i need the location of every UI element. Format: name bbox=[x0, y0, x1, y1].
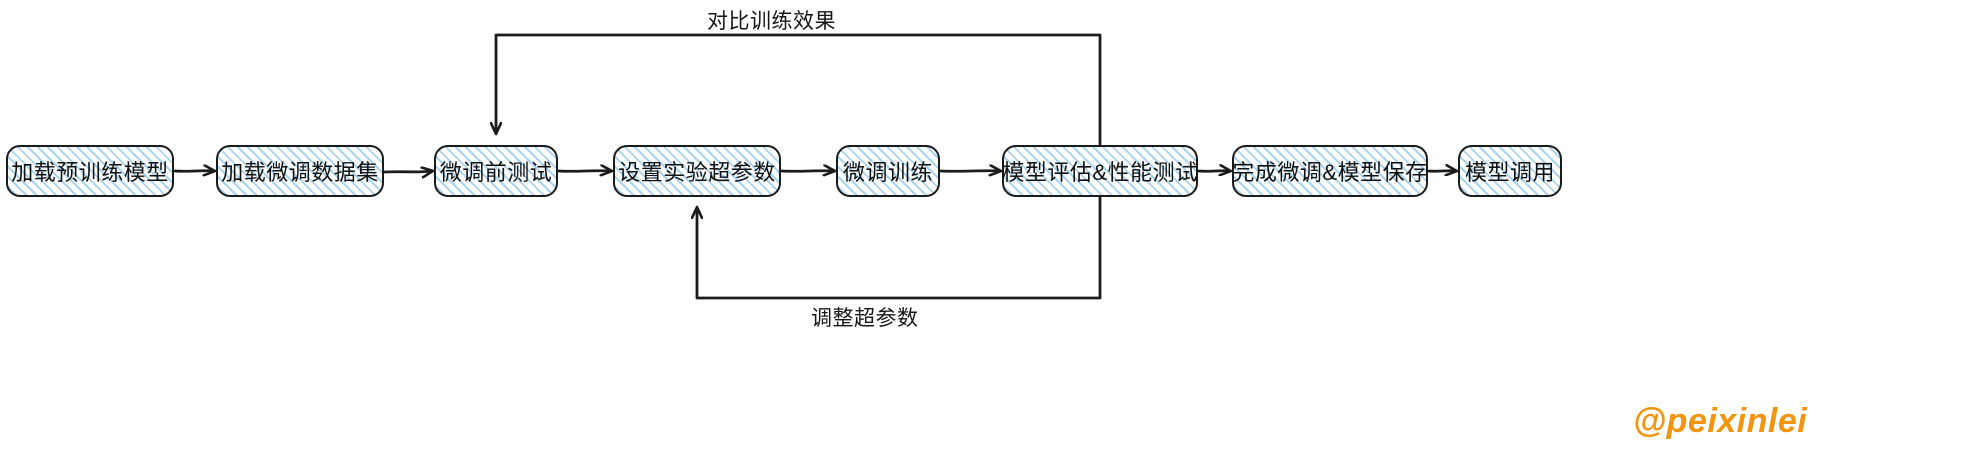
node-label: 加载预训练模型 bbox=[11, 160, 169, 185]
node-pre-finetune-test[interactable]: 微调前测试 bbox=[434, 145, 558, 197]
node-label: 微调训练 bbox=[842, 160, 933, 185]
node-label: 模型调用 bbox=[1464, 160, 1555, 185]
node-label: 微调前测试 bbox=[439, 160, 553, 185]
watermark: @peixinlei bbox=[1633, 402, 1808, 440]
edge-label-adjust-hyperparameters: 调整超参数 bbox=[811, 307, 919, 330]
edge-n3-n4 bbox=[557, 171, 611, 172]
node-model-eval-performance-test[interactable]: 模型评估&性能测试 bbox=[1002, 145, 1198, 197]
node-set-hyperparameters[interactable]: 设置实验超参数 bbox=[613, 145, 781, 197]
edge-n2-n3 bbox=[383, 171, 432, 172]
node-label: 完成微调&模型保存 bbox=[1232, 160, 1428, 185]
edge-label-compare-training-effect: 对比训练效果 bbox=[707, 10, 836, 33]
node-load-pretrained-model[interactable]: 加载预训练模型 bbox=[6, 145, 174, 197]
edge-n6-n3-top-loop bbox=[496, 33, 1102, 146]
node-label: 模型评估&性能测试 bbox=[1002, 160, 1198, 185]
edge-n1-n2 bbox=[173, 171, 214, 172]
edge-n5-n6 bbox=[939, 171, 1000, 172]
edge-n7-n8 bbox=[1427, 171, 1456, 172]
node-finetune-training[interactable]: 微调训练 bbox=[836, 145, 940, 197]
edge-n6-n7 bbox=[1197, 171, 1230, 172]
node-label: 设置实验超参数 bbox=[618, 160, 776, 185]
node-load-finetune-dataset[interactable]: 加载微调数据集 bbox=[216, 145, 384, 197]
edge-n6-n4-bottom-loop bbox=[697, 196, 1102, 300]
node-model-inference[interactable]: 模型调用 bbox=[1458, 145, 1562, 197]
node-finish-finetune-save-model[interactable]: 完成微调&模型保存 bbox=[1232, 145, 1428, 197]
edge-n4-n5 bbox=[780, 171, 834, 172]
node-label: 加载微调数据集 bbox=[221, 160, 379, 185]
